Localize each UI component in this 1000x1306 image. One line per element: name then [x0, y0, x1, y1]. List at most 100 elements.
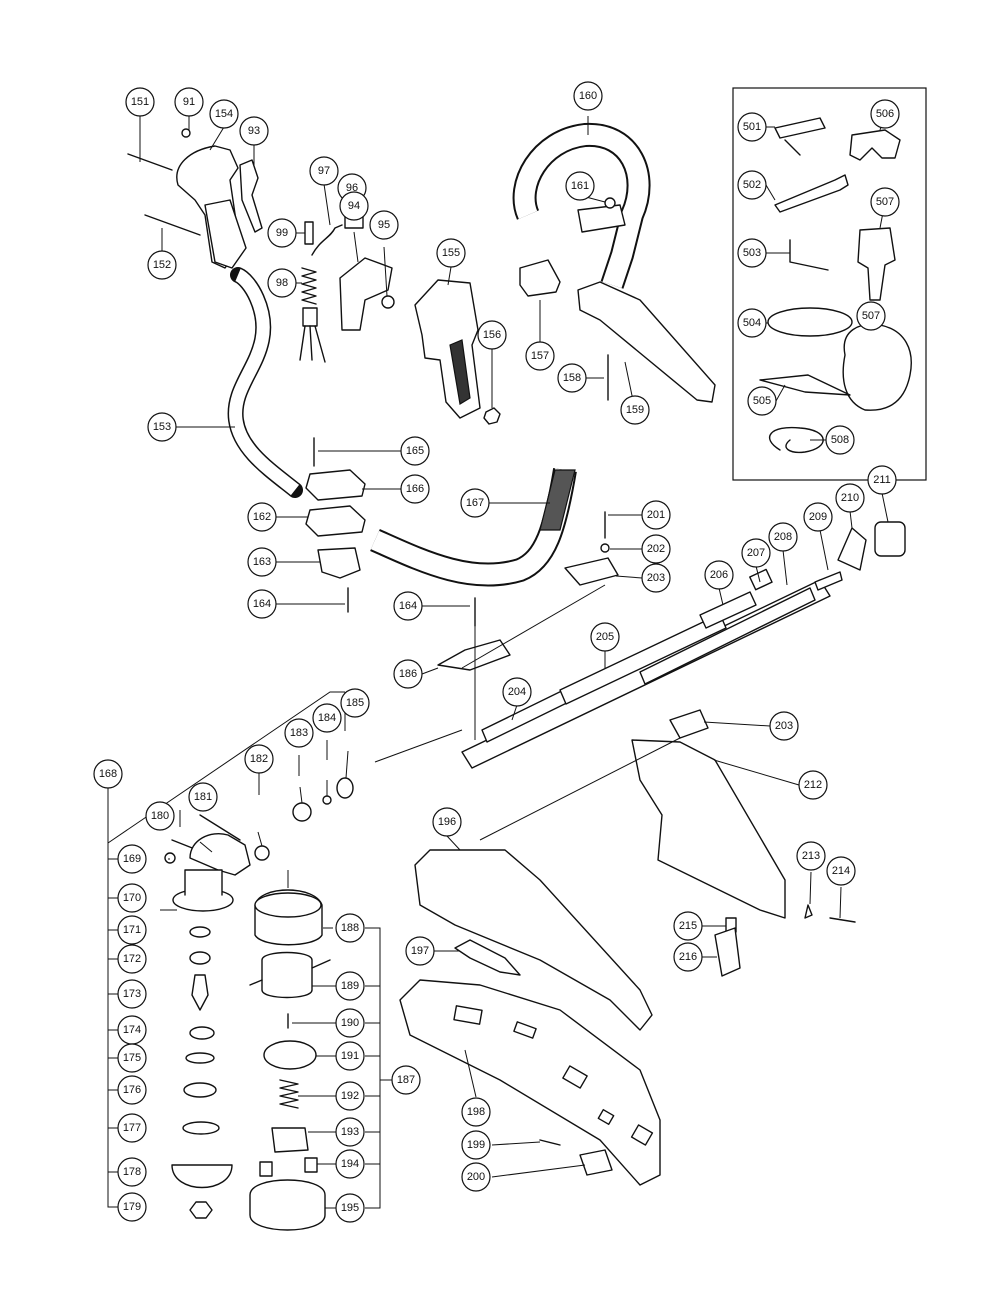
- callout-191: 191: [335, 1041, 365, 1071]
- callout-97: 97: [309, 156, 339, 186]
- cap-211-part: [874, 521, 906, 557]
- arm-159-part: [577, 281, 716, 403]
- wires-part: [299, 325, 326, 363]
- ring-504-part: [767, 307, 853, 337]
- callout-195: 195: [335, 1193, 365, 1223]
- svg-text:174: 174: [123, 1024, 141, 1036]
- housing-195-part: [249, 1179, 326, 1231]
- fitting-182-part: [254, 845, 270, 861]
- window-2-part: [513, 1021, 537, 1039]
- callout-153: 153: [147, 412, 177, 442]
- loop-handle-group: [512, 122, 716, 403]
- callout-507a: 507: [870, 187, 900, 217]
- hanger-210-part: [837, 527, 867, 571]
- svg-text:182: 182: [250, 753, 268, 765]
- svg-text:506: 506: [876, 108, 894, 120]
- callout-151: 151: [125, 87, 155, 117]
- callout-507b: 507: [856, 301, 886, 331]
- goggles-506-part: [849, 129, 901, 161]
- svg-text:208: 208: [774, 531, 792, 543]
- callout-155: 155: [436, 238, 466, 268]
- svg-text:164: 164: [253, 598, 271, 610]
- callout-508: 508: [825, 425, 855, 455]
- callout-labels: 151 91 154 93 152 97 96 94 95 99 98 155 …: [93, 81, 900, 1223]
- throttle-lever-part: [239, 159, 263, 233]
- bushing-207-part: [749, 568, 773, 591]
- callout-154: 154: [209, 99, 239, 129]
- callout-152: 152: [147, 250, 177, 280]
- adapter-193-part: [271, 1127, 309, 1153]
- callout-192: 192: [335, 1081, 365, 1111]
- clamp-163-part: [317, 547, 361, 579]
- callout-193: 193: [335, 1117, 365, 1147]
- svg-text:98: 98: [276, 277, 288, 289]
- window-5-part: [630, 1124, 654, 1146]
- svg-text:198: 198: [467, 1106, 485, 1118]
- svg-text:186: 186: [399, 668, 417, 680]
- svg-text:204: 204: [508, 686, 526, 698]
- clip-213-part: [804, 904, 813, 919]
- svg-text:177: 177: [123, 1122, 141, 1134]
- cup-177-part: [182, 1121, 220, 1135]
- callout-173: 173: [117, 979, 147, 1009]
- svg-text:212: 212: [804, 779, 822, 791]
- bearing-174-part: [189, 1026, 215, 1040]
- svg-text:94: 94: [348, 200, 360, 212]
- washer-202-part: [600, 543, 610, 553]
- svg-text:207: 207: [747, 547, 765, 559]
- callout-181: 181: [188, 782, 218, 812]
- guard-196-part: [414, 849, 653, 1031]
- callout-216: 216: [673, 942, 703, 972]
- callout-159: 159: [620, 395, 650, 425]
- plug-part: [302, 307, 318, 327]
- svg-text:210: 210: [841, 492, 859, 504]
- drive-shaft-208-part: [639, 587, 816, 685]
- handle-clamp-group: [305, 437, 366, 613]
- callout-506: 506: [870, 99, 900, 129]
- svg-text:200: 200: [467, 1171, 485, 1183]
- callout-164a: 164: [247, 589, 277, 619]
- svg-text:168: 168: [99, 768, 117, 780]
- callout-172: 172: [117, 944, 147, 974]
- svg-text:201: 201: [647, 509, 665, 521]
- svg-text:163: 163: [253, 556, 271, 568]
- callout-199: 199: [461, 1130, 491, 1160]
- line-189-end: [249, 979, 263, 986]
- bracket-197-part: [454, 939, 521, 976]
- callout-214: 214: [826, 856, 856, 886]
- svg-text:187: 187: [397, 1074, 415, 1086]
- callout-502: 502: [737, 170, 767, 200]
- callout-164b: 164: [393, 591, 423, 621]
- line-508-part: [768, 426, 824, 454]
- pin-99-part: [304, 221, 314, 245]
- callout-188: 188: [335, 913, 365, 943]
- callout-171: 171: [117, 915, 147, 945]
- svg-text:152: 152: [153, 259, 171, 271]
- svg-text:502: 502: [743, 179, 761, 191]
- shaft-clamp-group: [437, 511, 619, 671]
- svg-text:158: 158: [563, 372, 581, 384]
- callout-207: 207: [741, 538, 771, 568]
- clamp-166-part: [305, 469, 366, 501]
- callout-166: 166: [400, 474, 430, 504]
- nut-161-part: [604, 197, 616, 209]
- callout-503: 503: [737, 238, 767, 268]
- svg-text:215: 215: [679, 920, 697, 932]
- svg-text:216: 216: [679, 951, 697, 963]
- svg-text:508: 508: [831, 434, 849, 446]
- cable-tube-153-fill: [229, 269, 300, 496]
- callout-174: 174: [117, 1015, 147, 1045]
- tool-501-part: [774, 117, 826, 156]
- callout-170: 170: [117, 883, 147, 913]
- callout-504: 504: [737, 308, 767, 338]
- callout-156: 156: [477, 320, 507, 350]
- svg-text:164: 164: [399, 600, 417, 612]
- callout-163: 163: [247, 547, 277, 577]
- callout-211: 211: [867, 465, 897, 495]
- callout-167: 167: [460, 488, 490, 518]
- svg-text:191: 191: [341, 1050, 359, 1062]
- eyelet-194b-part: [304, 1157, 318, 1173]
- hex-key-503-part: [789, 239, 829, 271]
- bearing-183-part: [292, 802, 312, 822]
